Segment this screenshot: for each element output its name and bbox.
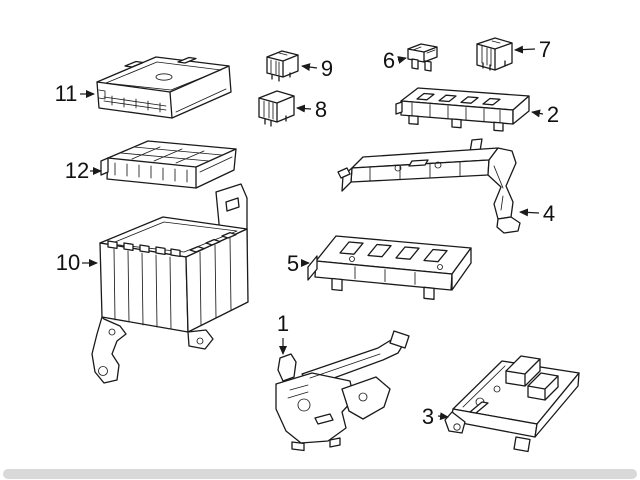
- leader-6: [397, 56, 407, 64]
- part-relay-8: [258, 90, 295, 127]
- leader-7: [514, 45, 536, 54]
- callout-5: 5: [287, 251, 299, 276]
- part-relay-7: [476, 37, 513, 71]
- leader-2: [531, 109, 544, 118]
- callout-11: 11: [55, 81, 78, 106]
- leader-3: [437, 412, 449, 421]
- callout-4: 4: [543, 201, 555, 226]
- callout-6: 6: [383, 48, 395, 73]
- callout-8: 8: [315, 97, 327, 122]
- part-fuse-holder-rail: [395, 87, 530, 132]
- callout-10: 10: [56, 250, 80, 275]
- part-relay-9: [266, 50, 299, 82]
- callout-12: 12: [65, 158, 89, 183]
- callout-9: 9: [321, 56, 333, 81]
- leader-8: [296, 104, 312, 113]
- leader-4: [519, 208, 540, 217]
- part-mounting-bracket-3: [444, 355, 580, 453]
- part-mini-fuse: [407, 43, 438, 72]
- callout-1: 1: [277, 311, 289, 336]
- part-fuse-box-housing: [91, 183, 249, 384]
- callout-2: 2: [547, 102, 559, 127]
- part-carrier-rail: [307, 235, 472, 300]
- part-fuse-box-upper-cover: [96, 56, 232, 119]
- leader-9: [301, 63, 318, 72]
- part-mounting-bracket-4: [337, 138, 521, 234]
- callout-7: 7: [539, 37, 551, 62]
- footer-bar: [3, 469, 637, 479]
- callout-3: 3: [422, 404, 434, 429]
- part-fuse-block: [100, 140, 237, 189]
- part-mounting-bracket-1: [275, 330, 410, 452]
